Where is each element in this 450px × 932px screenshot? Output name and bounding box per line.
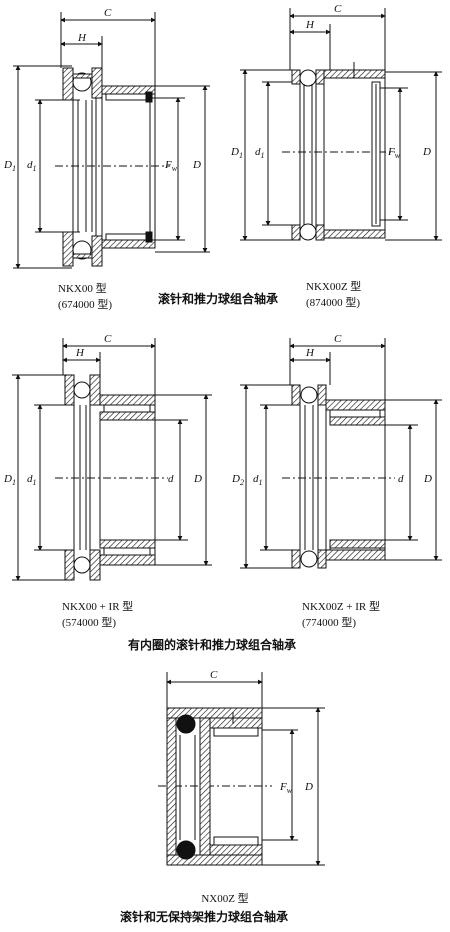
dim-small-d1-label: d1 xyxy=(253,473,263,487)
model-label: NKX00Z 型 xyxy=(306,281,362,293)
dim-fw-label: Fw xyxy=(164,159,178,173)
figure-nkx00z xyxy=(240,8,442,241)
dim-d-label: D xyxy=(192,159,201,171)
dim-d-label: D xyxy=(423,473,432,485)
dim-h-label: H xyxy=(75,347,85,359)
caption-nkx00z: NKX00Z 型 (874000 型) xyxy=(306,278,406,310)
caption-nkx00: NKX00 型 (674000 型) xyxy=(58,280,158,312)
dim-d1-label: D1 xyxy=(230,146,243,160)
model-label: NKX00 + IR 型 xyxy=(62,601,134,613)
code-label: (574000 型) xyxy=(62,617,117,629)
dim-c-label: C xyxy=(104,7,112,19)
code-label: (874000 型) xyxy=(306,297,361,309)
dim-d-label: D xyxy=(422,146,431,158)
dim-bore-d-label: d xyxy=(168,473,174,485)
dim-c-label: C xyxy=(210,669,218,681)
dim-small-d1-label: d1 xyxy=(27,159,37,173)
dim-small-d1-label: d1 xyxy=(255,146,265,160)
caption-nkx00z-ir: NKX00Z + IR 型 (774000 型) xyxy=(302,598,422,630)
dim-h-label: H xyxy=(305,19,315,31)
dim-h-label: H xyxy=(305,347,315,359)
group-title-row1: 滚针和推力球组合轴承 xyxy=(158,292,279,306)
model-label: NX00Z 型 xyxy=(201,893,249,905)
dim-d2-label: D2 xyxy=(231,473,244,487)
dim-c-label: C xyxy=(334,333,342,345)
model-label: NKX00Z + IR 型 xyxy=(302,601,381,613)
model-label: NKX00 型 xyxy=(58,283,107,295)
code-label: (774000 型) xyxy=(302,617,357,629)
caption-nx00z: NX00Z 型 xyxy=(170,890,280,906)
dim-bore-d-label: d xyxy=(398,473,404,485)
dim-d1-label: D1 xyxy=(3,473,16,487)
dim-small-d1-label: d1 xyxy=(27,473,37,487)
group-title-row2: 有内圈的滚针和推力球组合轴承 xyxy=(128,638,297,652)
caption-nkx00-ir: NKX00 + IR 型 (574000 型) xyxy=(62,598,182,630)
dim-fw-label: Fw xyxy=(387,146,401,160)
dim-d-label: D xyxy=(304,781,313,793)
dim-c-label: C xyxy=(104,333,112,345)
dim-fw-label: Fw xyxy=(279,781,293,795)
group-title-row3: 滚针和无保持架推力球组合轴承 xyxy=(120,910,289,924)
code-label: (674000 型) xyxy=(58,299,113,311)
dim-h-label: H xyxy=(77,32,87,44)
figure-nkx00 xyxy=(13,12,210,269)
dimension-labels: C H D1 d1 Fw D C H D1 d1 Fw D C H D1 d1 … xyxy=(3,3,432,795)
dim-d1-label: D1 xyxy=(3,159,16,173)
dim-c-label: C xyxy=(334,3,342,15)
figure-nx00z xyxy=(158,672,325,866)
figure-nkx00z-ir xyxy=(240,338,442,569)
figure-nkx00-ir xyxy=(12,338,212,581)
dim-d-label: D xyxy=(193,473,202,485)
